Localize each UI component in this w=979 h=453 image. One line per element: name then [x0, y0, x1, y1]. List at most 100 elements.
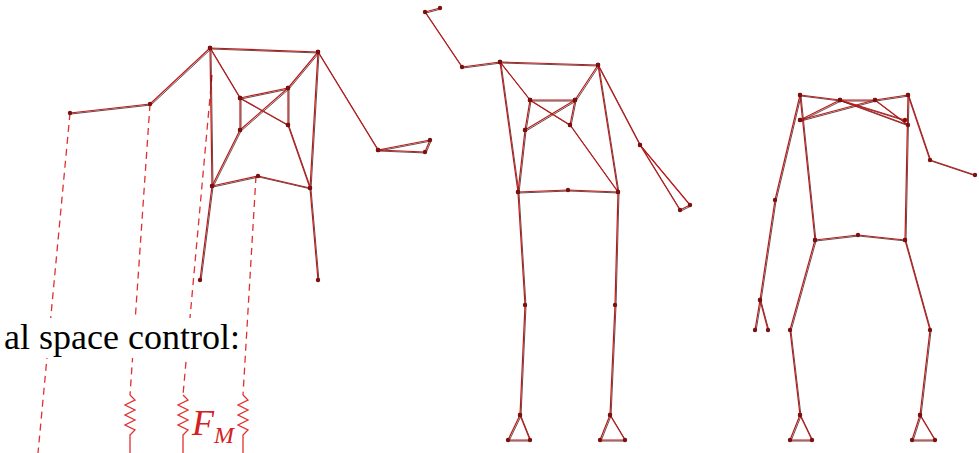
joint-dot	[596, 63, 600, 67]
spring-coil	[178, 395, 188, 453]
joint-dot	[316, 50, 320, 54]
joint-dot	[208, 46, 212, 50]
joint-dot	[523, 303, 527, 307]
bone-line	[598, 65, 625, 440]
joint-dot	[528, 98, 532, 102]
bone-line	[500, 62, 530, 440]
joint-dot	[788, 328, 792, 332]
bone-line	[310, 52, 318, 280]
joint-dot	[616, 190, 620, 194]
joint-dot	[773, 198, 777, 202]
joint-dot	[758, 298, 762, 302]
bone-shadow	[211, 49, 319, 189]
joint-dot	[256, 174, 260, 178]
joint-dot	[838, 98, 842, 102]
bone-shadow	[526, 101, 576, 131]
bone-line	[905, 240, 935, 440]
bone-line	[530, 100, 570, 125]
joint-dot	[810, 438, 814, 442]
joint-dot	[910, 438, 914, 442]
heading-text: al space control:	[2, 318, 242, 358]
joint-dot	[286, 123, 290, 127]
joint-dot	[903, 118, 907, 122]
joint-dot	[758, 298, 762, 302]
joint-dot	[638, 143, 642, 147]
bone-shadow	[906, 241, 936, 441]
spring-coil	[238, 395, 248, 453]
joint-dot	[506, 438, 510, 442]
joint-dot	[798, 93, 802, 97]
joint-dot	[516, 190, 520, 194]
joint-dot	[678, 208, 682, 212]
joint-dot	[798, 93, 802, 97]
joint-dot	[798, 413, 802, 417]
bone-shadow	[241, 89, 289, 131]
joint-dot	[286, 123, 290, 127]
bone-shadow	[201, 49, 213, 281]
joint-dot	[688, 203, 692, 207]
joint-dot	[286, 86, 290, 90]
joint-dot	[766, 328, 770, 332]
joint-dot	[596, 63, 600, 67]
joint-dot	[928, 328, 932, 332]
joint-dot	[638, 143, 642, 147]
force-letter: F	[192, 403, 214, 443]
joint-dot	[798, 413, 802, 417]
bone-shadow	[791, 241, 816, 441]
joint-dot	[928, 158, 932, 162]
joint-dot	[753, 328, 757, 332]
joint-dot	[798, 118, 802, 122]
bone-line	[425, 8, 690, 210]
joint-dot	[598, 438, 602, 442]
joint-dot	[573, 98, 577, 102]
joint-dot	[518, 413, 522, 417]
force-symbol: FM	[192, 404, 234, 444]
bone-shadow	[426, 9, 691, 211]
joint-dot	[376, 148, 380, 152]
bone-line	[760, 300, 768, 330]
joint-dot	[376, 148, 380, 152]
joint-dot	[933, 438, 937, 442]
joint-dot	[566, 188, 570, 192]
bone-line	[530, 99, 575, 100]
joint-dot	[238, 96, 242, 100]
joint-dots	[68, 6, 977, 442]
joint-dot	[210, 184, 214, 188]
joint-dot	[918, 413, 922, 417]
force-subscript: M	[214, 422, 234, 448]
spring-lines	[38, 75, 256, 453]
joint-dot	[238, 128, 242, 132]
joint-dot	[616, 190, 620, 194]
joint-dot	[238, 96, 242, 100]
joint-dot	[68, 111, 72, 115]
joint-dot	[316, 50, 320, 54]
joint-dot	[906, 93, 910, 97]
bone-line	[800, 95, 908, 240]
skeleton-bones	[70, 8, 976, 441]
joint-dot	[286, 86, 290, 90]
bone-shadow	[801, 96, 909, 241]
joint-dot	[316, 50, 320, 54]
bone-shadow	[761, 301, 769, 331]
bone-line	[800, 100, 908, 125]
joint-dot	[813, 238, 817, 242]
spring-coil	[125, 395, 135, 453]
joint-dot	[523, 128, 527, 132]
bone-shadow	[241, 99, 289, 126]
joint-dot	[838, 98, 842, 102]
joint-dot	[286, 86, 290, 90]
joint-dot	[798, 118, 802, 122]
bone-shadow	[71, 49, 431, 153]
joint-dot	[308, 186, 312, 190]
joint-dot	[906, 123, 910, 127]
joint-dot	[568, 123, 572, 127]
joint-dot	[813, 238, 817, 242]
joint-dot	[903, 238, 907, 242]
joint-dot	[528, 98, 532, 102]
joint-dot	[438, 6, 442, 10]
bone-line	[755, 95, 975, 330]
joint-dot	[238, 96, 242, 100]
joint-dot	[516, 190, 520, 194]
joint-dot	[238, 128, 242, 132]
bone-shadow	[756, 96, 976, 331]
